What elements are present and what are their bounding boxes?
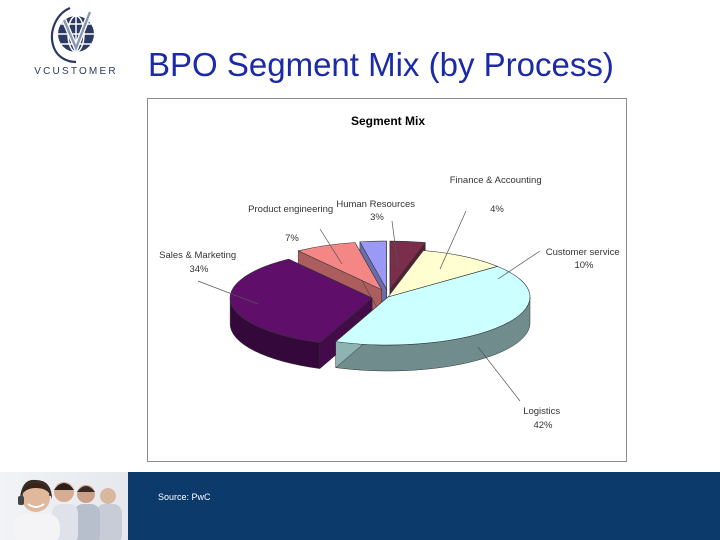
pie-chart: Segment Mix Finance & Accounting 4% Cust… <box>159 114 623 431</box>
pie-slice-top-3 <box>229 258 373 343</box>
globe-icon <box>50 6 94 64</box>
slide-title: BPO Segment Mix (by Process) <box>148 46 614 83</box>
label-finance: Finance & Accounting 4% <box>450 175 545 215</box>
leader-lines <box>197 210 541 402</box>
vcustomer-logo: VCUSTOMER <box>18 4 134 78</box>
pie-slice-top-2 <box>335 266 531 346</box>
pie-layer <box>229 240 531 372</box>
pie-slice-top-1 <box>387 250 499 298</box>
source-note: Source: PwC <box>158 492 211 502</box>
pie-slice-top-4 <box>297 242 383 291</box>
pie-slice-2 <box>335 266 531 372</box>
footer-bar: Source: PwC <box>0 472 720 540</box>
label-logistics: Logistics 42% <box>523 406 563 431</box>
pie-slice-top-0 <box>389 240 426 290</box>
label-product-engineering: Product engineering 7% <box>248 204 336 244</box>
label-sales-marketing: Sales & Marketing 34% <box>159 250 239 275</box>
logo-text: VCUSTOMER <box>34 66 118 77</box>
agents-illustration <box>14 479 122 540</box>
call-center-photo <box>0 472 128 540</box>
chart-frame: Segment Mix Finance & Accounting 4% Cust… <box>147 98 627 462</box>
label-human-resources: Human Resources 3% <box>336 199 417 223</box>
chart-title: Segment Mix <box>351 114 425 128</box>
label-customer-service: Customer service 10% <box>546 247 623 271</box>
pie-slice-top-5 <box>359 240 387 291</box>
